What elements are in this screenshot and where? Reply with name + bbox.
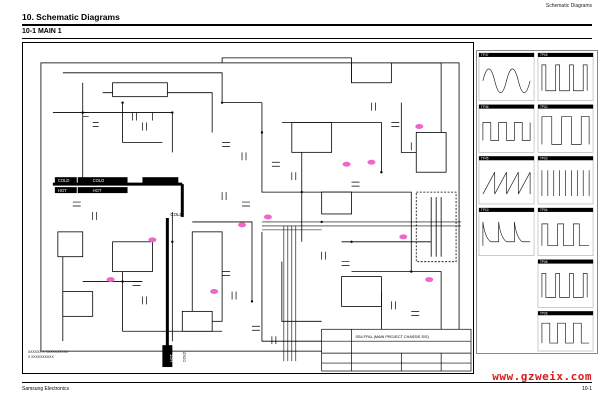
wave-label-1: TP47	[481, 53, 489, 57]
wave-label-8: TP04	[540, 208, 548, 212]
label-hot-bottom: HOT	[169, 353, 173, 362]
subtitle-rule	[22, 38, 592, 39]
waveform-panel: TP47 TP05 TP46 TP02 TP45 TP03 TP10 TP04 …	[476, 50, 598, 354]
label-hot-left: HOT	[58, 188, 67, 193]
wave-label-7: TP10	[481, 208, 489, 212]
label-hot-cold-right: COLD	[170, 212, 183, 217]
wave-label-9: TP06	[540, 260, 548, 264]
schematic-diagram: COLD HOT COLD HOT COLD HOT COLD	[22, 42, 474, 374]
wave-label-10: TP06	[540, 311, 548, 315]
label-cold-mid: COLD	[93, 178, 105, 183]
note-line-2: X XXXXXXXXXX	[28, 355, 54, 359]
label-hot-mid: HOT	[93, 188, 102, 193]
footer-page-number: 10-1	[581, 386, 592, 392]
watermark: www.gzweix.com	[492, 370, 592, 383]
wave-label-4: TP02	[540, 105, 548, 109]
note-line-1: XXXXXX X XXXXXXXXXX	[28, 350, 69, 354]
footer-company: Samsung Electronics	[22, 386, 69, 392]
footer-rule	[22, 382, 592, 383]
waveform-drawing: TP47 TP05 TP46 TP02 TP45 TP03 TP10 TP04 …	[478, 52, 594, 352]
wave-label-6: TP03	[540, 156, 548, 160]
label-cold-left: COLD	[58, 178, 70, 183]
section-title: 10. Schematic Diagrams	[22, 12, 120, 22]
diagram-subtitle: 10-1 MAIN 1	[22, 28, 62, 35]
title-rule	[22, 24, 592, 26]
label-cold-bottom: COLD	[182, 351, 186, 362]
header-chapter-name: Schematic Diagrams	[545, 3, 592, 9]
wave-label-3: TP46	[481, 105, 489, 109]
title-block-text: SS4.FFAL (MAIN PROJECT CHASSIS S/S)	[356, 335, 430, 339]
schematic-drawing: COLD HOT COLD HOT COLD HOT COLD	[28, 57, 472, 372]
wave-label-2: TP05	[540, 53, 548, 57]
wave-label-5: TP45	[481, 156, 489, 160]
